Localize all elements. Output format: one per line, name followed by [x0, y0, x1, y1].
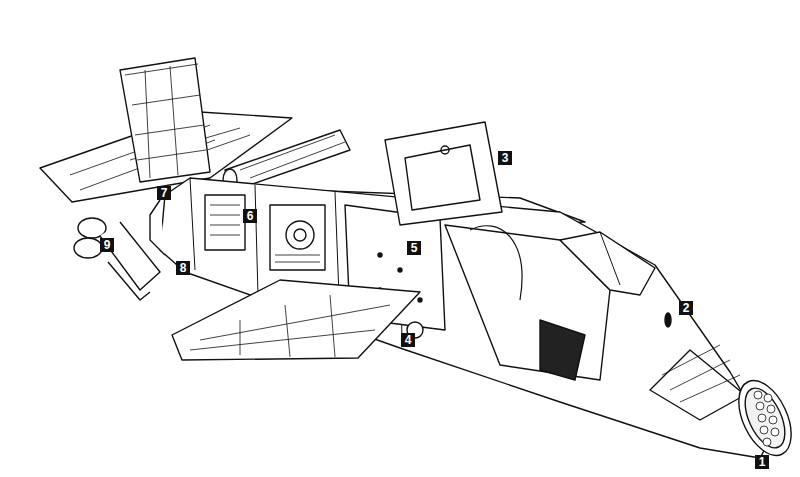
callout-number: 7 [157, 186, 171, 200]
callout-number: 9 [100, 238, 114, 252]
callout-number: 3 [498, 151, 512, 165]
callout-number: 6 [243, 209, 257, 223]
callout-number: 5 [407, 241, 421, 255]
callout-number: 1 [755, 455, 769, 469]
callout-number: 4 [401, 333, 415, 347]
callout-number: 8 [176, 261, 190, 275]
callout-number: 2 [679, 301, 693, 315]
